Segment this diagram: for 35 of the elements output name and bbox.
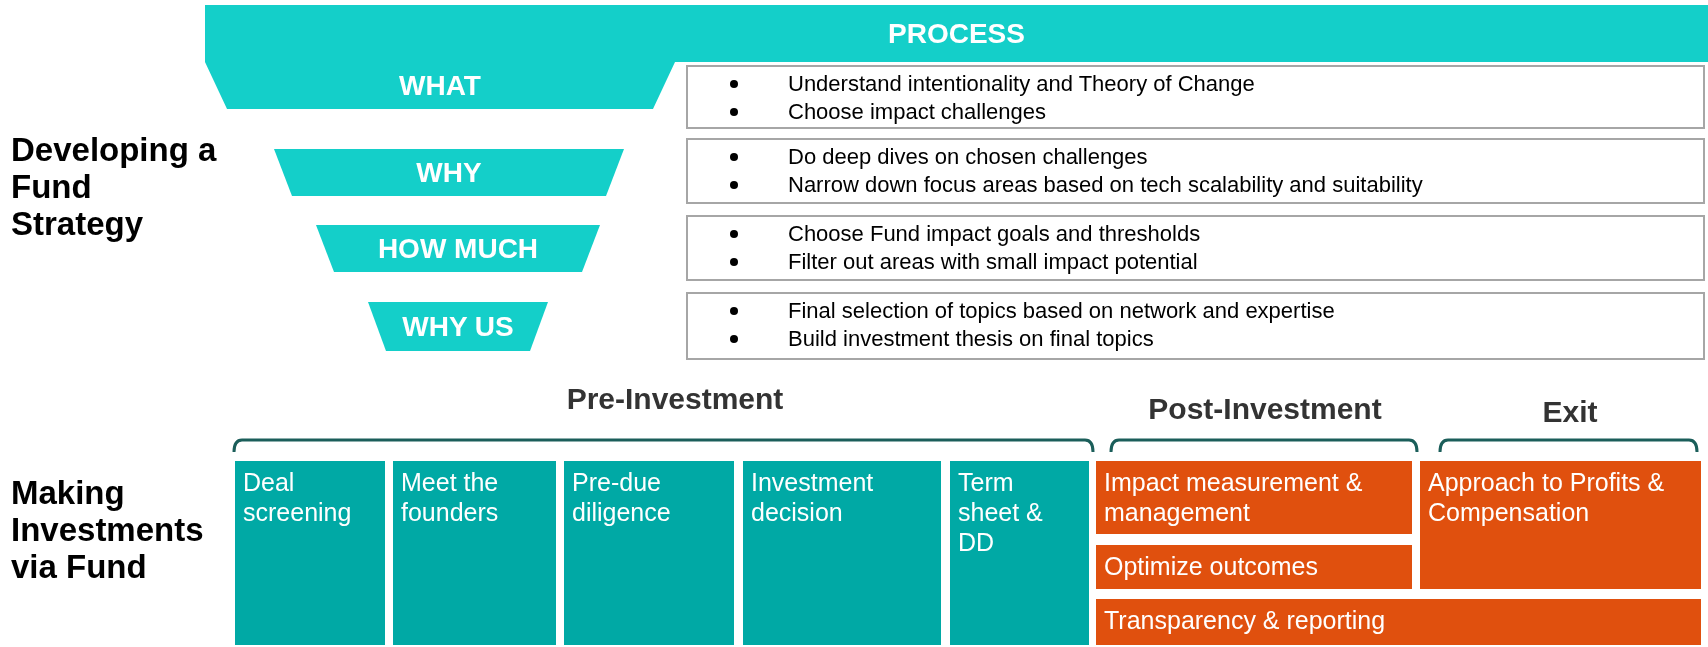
bullet-item: Do deep dives on chosen challenges [768,143,1703,171]
pre-investment-step-box: Investment decision [743,461,941,645]
post-investment-step-box: Optimize outcomes [1096,545,1412,589]
bullet-item: Final selection of topics based on network and expertise [768,297,1703,325]
pre-investment-step-box: Term sheet & DD [950,461,1089,645]
funnel-stage [274,149,624,196]
phase-heading: Post-Investment [1147,392,1383,426]
funnel-stage [205,62,675,109]
step-list-box [686,138,1705,204]
process-header-band: PROCESS [205,5,1708,62]
section-heading: Making Investments via Fund [11,474,205,585]
step-list-box [686,292,1705,360]
pre-investment-step-box: Deal screening [235,461,385,645]
post-investment-step-box: Approach to Profits & Compensation [1420,461,1701,589]
post-investment-step-box: Impact measurement & management [1096,461,1412,534]
step-list-box [686,215,1705,281]
section-heading: Developing a Fund Strategy [11,131,218,242]
post-investment-step-box: Transparency & reporting [1096,599,1701,645]
bullet-item: Build investment thesis on final topics [768,325,1703,353]
funnel-stage [316,225,600,272]
bullet-item: Narrow down focus areas based on tech scalability and suitability [768,171,1703,199]
pre-investment-step-box: Meet the founders [393,461,556,645]
funnel-stage [368,302,548,351]
stage-label: WHY [416,156,482,189]
stage-label: WHY US [402,310,514,343]
bullet-item: Understand intentionality and Theory of Change [768,70,1703,98]
step-list-box [686,65,1705,129]
bullet-item: Filter out areas with small impact potential [768,248,1703,276]
pre-investment-step-box: Pre-due diligence [564,461,734,645]
phase-heading: Exit [1541,395,1599,429]
stage-label: WHAT [399,69,481,102]
stage-label: HOW MUCH [377,232,539,265]
bullet-item: Choose impact challenges [768,98,1703,126]
phase-heading: Pre-Investment [565,382,785,416]
bullet-item: Choose Fund impact goals and thresholds [768,220,1703,248]
